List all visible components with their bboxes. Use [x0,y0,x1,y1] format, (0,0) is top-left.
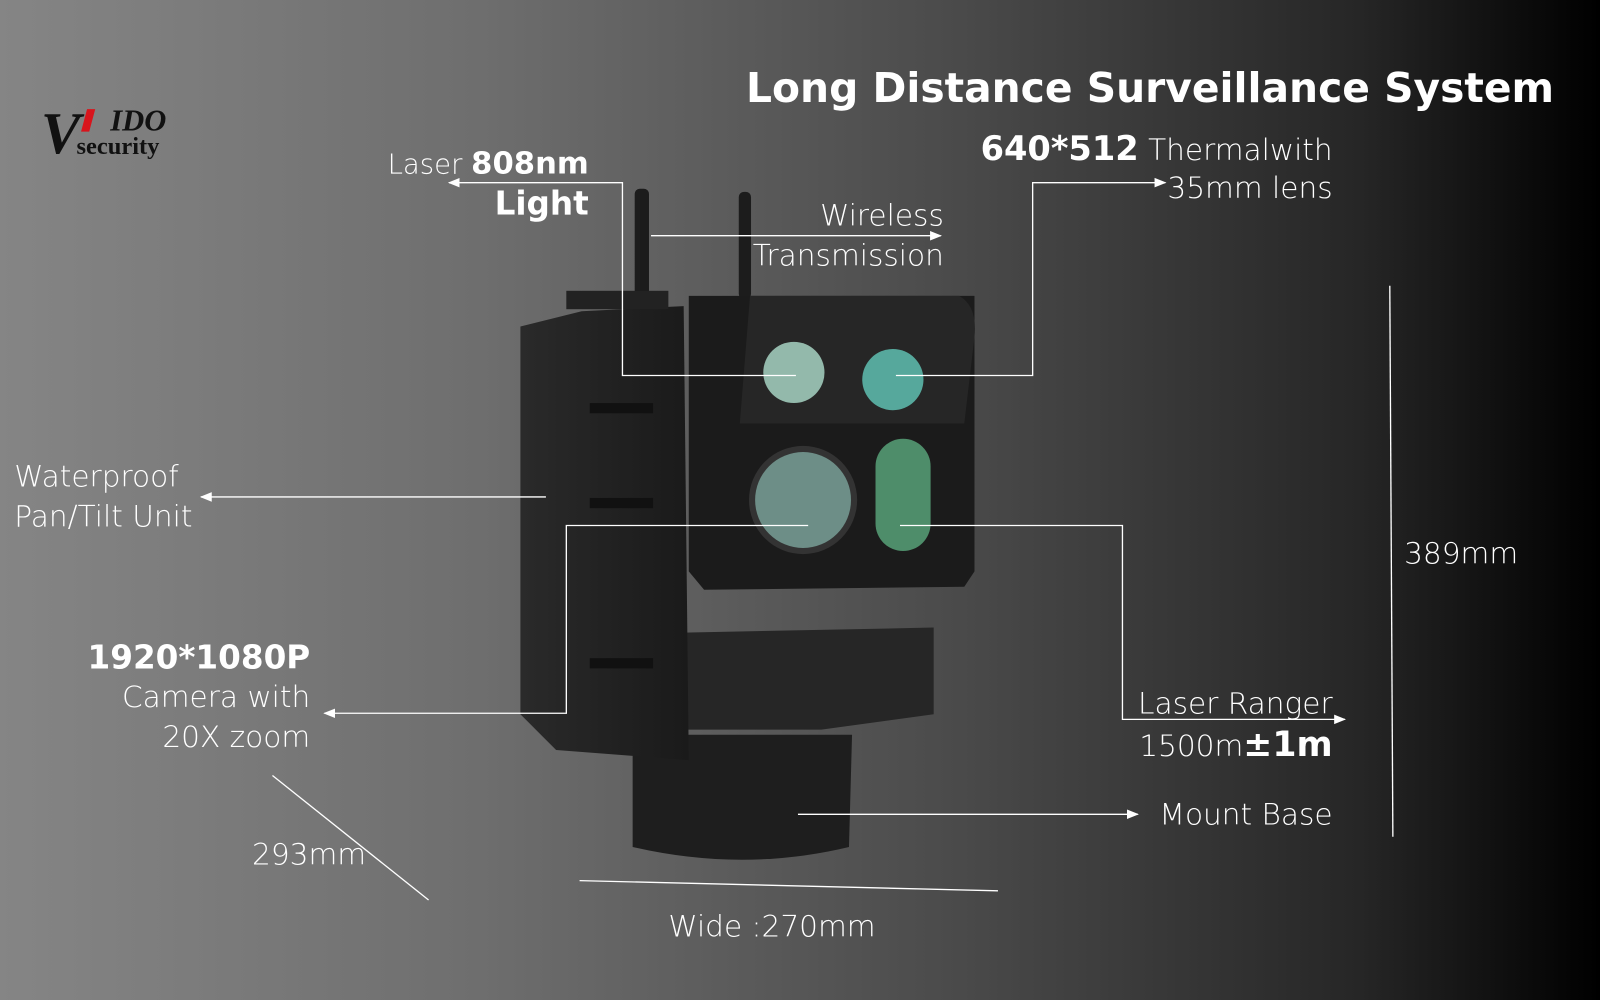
laser-ranger-lens [875,438,931,552]
ranger-callout-line2: 1500m±1m [1139,725,1332,765]
ptz-callout-line1: Waterproof [14,460,179,494]
page-title: Long Distance Surveillance System [746,64,1554,112]
svg-text:security: security [77,133,160,160]
camera-lens [755,452,852,548]
depth-dimension: 293mm [252,837,366,871]
svg-text:IDO: IDO [109,104,166,138]
mount-base-callout: Mount Base [1159,797,1332,831]
laser-callout-line2: Light [495,184,589,222]
width-dimension: Wide :270mm [668,910,875,944]
antenna-right [738,191,752,299]
thermal-callout-line2: 35mm lens [1167,171,1332,205]
antenna-left [634,188,649,304]
camera-callout-line2: Camera with [122,680,310,714]
laser-callout-line1: Laser 808nm [388,146,589,181]
thermal-callout-line1: 640*512 Thermalwith [981,129,1333,168]
ptz-camera-device [520,188,975,860]
base-plate [683,627,934,730]
laser-light-lens [763,341,825,404]
vido-security-logo: V IDO security [41,100,167,166]
wireless-callout-line2: Transmission [753,238,944,272]
ranger-callout-line1: Laser Ranger [1138,686,1333,720]
camera-callout-line1: 1920*1080P [88,638,311,676]
logo-red-accent [81,109,96,132]
wireless-callout-line1: Wireless [820,199,944,233]
ptz-callout-line2: Pan/Tilt Unit [14,500,192,534]
height-dimension: 389mm [1404,536,1518,570]
pan-tilt-unit [520,306,689,761]
thermal-lens [862,348,924,411]
camera-callout-line3: 20X zoom [162,720,310,754]
mount-base [632,734,853,860]
svg-text:V: V [41,100,85,166]
